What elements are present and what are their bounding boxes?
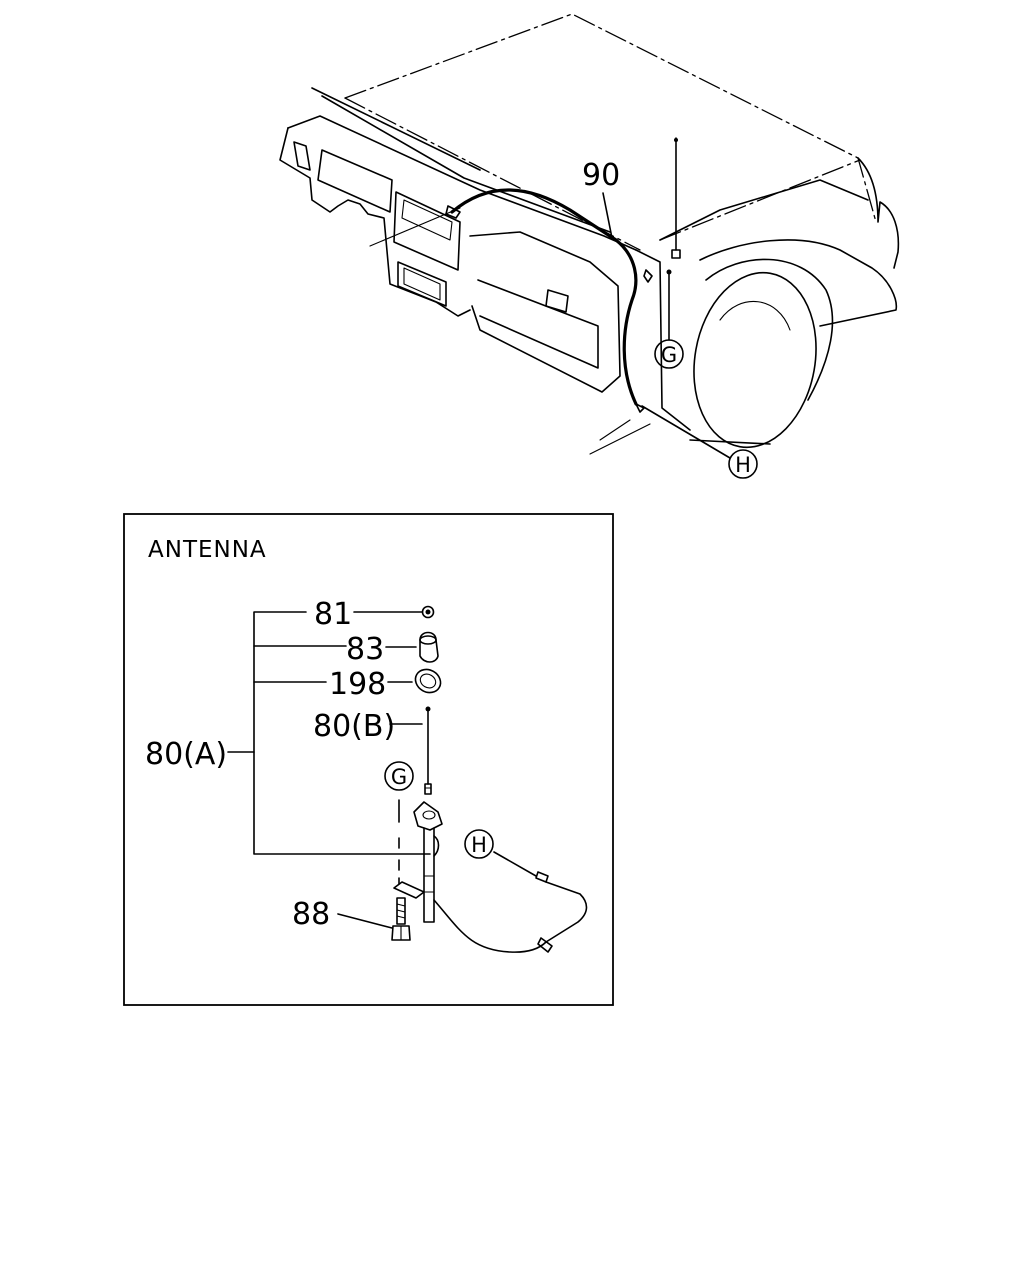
radio-slot-inner (403, 267, 441, 301)
ref-h-label: H (735, 453, 751, 477)
bolt-88-shank (396, 897, 406, 925)
seal-ring-198-inner (419, 673, 437, 689)
cable-end-plug (445, 205, 461, 219)
ref-g-label: G (661, 343, 677, 367)
inset-title: ANTENNA (148, 537, 267, 563)
ref-h-circle (728, 449, 758, 479)
seal-ring-198 (414, 668, 442, 694)
floor-line-1 (589, 423, 651, 455)
cable-clip (643, 269, 653, 283)
inset-ref-g-circle (384, 761, 414, 791)
callout-90-leader (602, 192, 613, 239)
mast-tip (425, 706, 431, 712)
part-88-label: 88 (292, 897, 330, 932)
antenna-cable-exit (433, 835, 440, 857)
ref-g-point (666, 269, 672, 275)
spare-tire-inner (719, 300, 791, 331)
a-pillar (635, 249, 691, 431)
part-80a-label: 80(A) (145, 737, 227, 772)
wheel-arch (705, 258, 834, 401)
vehicle-illustration: 90 G H (279, 13, 900, 479)
inset-ref-h-circle (464, 829, 494, 859)
inset-ref-h-label: H (471, 833, 487, 857)
part-81-label: 81 (314, 597, 352, 632)
cap-81-center (425, 609, 431, 615)
floor-line-3 (369, 207, 461, 247)
door-rear-line (659, 159, 861, 241)
body-side-upper (659, 179, 869, 241)
door-window-line (344, 97, 641, 251)
mast-base (424, 783, 432, 795)
glove-box-handle (545, 289, 569, 313)
roof-outline (344, 13, 877, 223)
inset-frame (123, 513, 614, 1006)
ref-h-leader (641, 405, 731, 459)
inset-ref-g-label: G (391, 765, 407, 789)
part-80b-label: 80(B) (313, 709, 395, 744)
center-stack-inner (401, 199, 453, 241)
vehicle-antenna-base (671, 249, 681, 259)
body-lower (689, 439, 771, 445)
bolt-thread-3 (396, 915, 406, 919)
antenna-body-tube (423, 827, 435, 923)
mount-bracket (393, 881, 425, 899)
coax-end-connector (535, 871, 549, 883)
spare-tire (693, 271, 817, 449)
antenna-top-hole (422, 810, 436, 820)
grommet-83 (419, 631, 439, 663)
antenna-cable (450, 188, 638, 406)
windshield-bottom (321, 95, 611, 233)
part-88-leader (337, 913, 393, 929)
windshield-top (311, 87, 481, 171)
callout-90: 90 (582, 158, 620, 193)
inset-coax-cable (433, 881, 588, 953)
glove-box (477, 279, 599, 369)
ref-g-circle (654, 339, 684, 369)
fender-line (699, 239, 898, 327)
bolt-88-head (391, 925, 411, 941)
assembly-bracket (253, 611, 431, 855)
grommet-83-top (419, 635, 437, 645)
part-198-label: 198 (329, 667, 386, 702)
radio-slot (397, 261, 447, 307)
floor-line-2 (599, 419, 631, 441)
center-stack (393, 191, 461, 271)
instrument-cluster (317, 149, 393, 213)
bolt-thread-1 (396, 903, 406, 907)
passenger-dash (469, 231, 621, 393)
cable-end-connector (635, 403, 645, 413)
antenna-top-bracket (413, 801, 443, 831)
bolt-thread-2 (396, 909, 406, 913)
vehicle-antenna-tip (674, 138, 678, 142)
left-vent (293, 141, 311, 171)
part-83-label: 83 (346, 632, 384, 667)
coax-inline-connector (537, 937, 553, 953)
inset-ref-h-leader (493, 851, 537, 877)
rear-roof-edge (857, 157, 900, 269)
antenna-inset: ANTENNA 81 83 198 80(B) 80(A) 88 (123, 513, 614, 1006)
